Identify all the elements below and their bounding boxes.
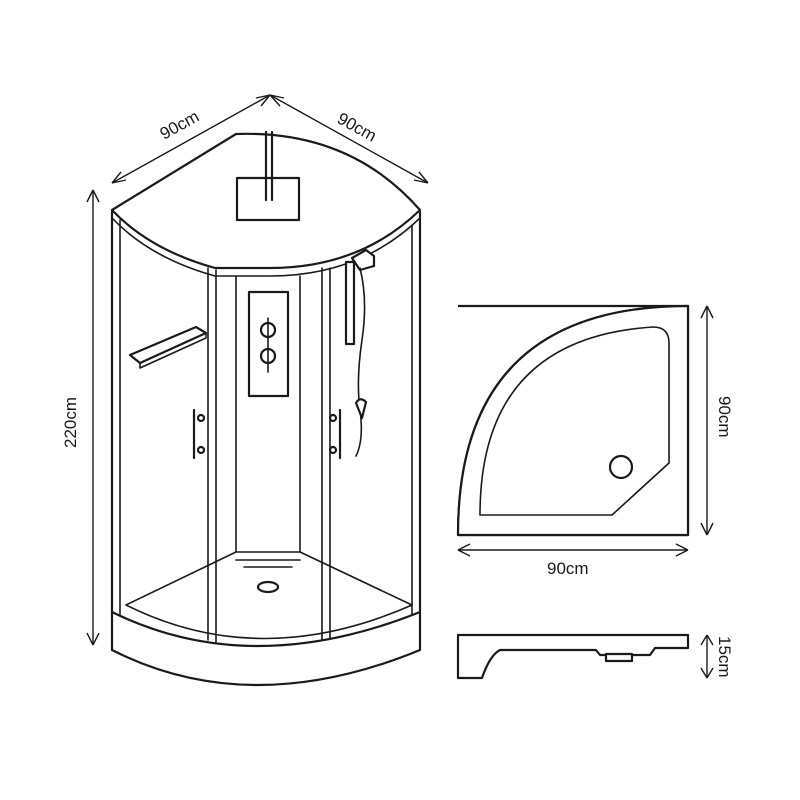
width-label: 90cm [157,107,203,144]
hand-shower-head [354,398,368,420]
tray-width-arrow-right [675,543,689,557]
depth-dimension-line [269,94,429,184]
depth-arrow-right [413,171,429,184]
tray-side-drain [604,652,634,663]
tray-height-arrow-top [700,634,714,646]
inner-tray-floor [125,551,413,640]
tray-height-arrow-bottom [700,667,714,679]
tray-depth-label: 90cm [715,396,734,438]
towel-rail-edge [139,332,207,369]
height-arrow-top [86,189,100,203]
rear-right-frame [321,267,331,641]
tray-drain-icon [608,454,634,480]
tray-depth-arrow-bottom [700,522,714,536]
inner-tray-lip [235,559,301,568]
tray-top-view [456,304,690,537]
tray-side-profile [456,633,690,680]
tray-depth-arrow-top [700,305,714,319]
height-label: 220cm [61,397,80,448]
rear-left-frame [207,267,217,643]
height-arrow-bottom [86,632,100,646]
tray-inner-basin [479,326,670,516]
width-arrow-left [111,171,127,184]
shower-cabin [110,130,422,687]
tray-height-label: 15cm [715,636,734,678]
cabin-roof-edge [111,209,421,277]
tray-width-label: 90cm [547,559,589,578]
left-handle-knob-top [196,413,206,423]
depth-arrow-left [269,94,285,107]
cabin-base-tray [110,610,422,687]
depth-label: 90cm [334,109,380,146]
shower-hose [355,267,366,457]
rain-shower-head [235,176,301,222]
slide-bar [344,260,356,346]
rear-column [235,275,301,553]
tray-height-dimension: 15cm [700,634,734,679]
tray-outer-shape [456,304,690,537]
right-handle-knob-bottom [328,445,338,455]
drain-icon [256,580,280,594]
tray-dimensions: 90cm 90cm [457,305,734,578]
towel-rail [128,325,208,365]
hand-shower-holder [350,248,376,272]
tray-side-view [456,633,690,680]
left-handle-knob-bottom [196,445,206,455]
width-dimension-line [111,94,271,184]
shower-pipe [264,130,274,202]
width-arrow-right [255,94,271,107]
right-handle-knob-top [328,413,338,423]
tray-width-arrow-left [457,543,471,557]
